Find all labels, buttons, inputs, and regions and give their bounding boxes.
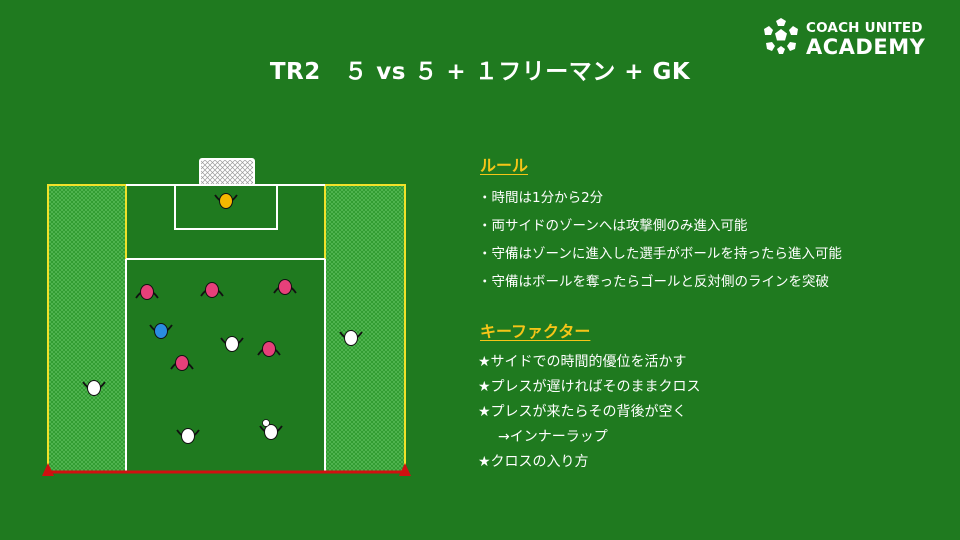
attacker-player-icon	[176, 428, 200, 444]
ball-icon	[262, 419, 270, 427]
attacker-player-icon	[220, 336, 244, 352]
attacker-player-icon	[339, 330, 363, 346]
soccer-ball-logo-icon	[764, 18, 798, 54]
rules-heading: ルール	[480, 156, 529, 175]
defender-player-icon	[135, 284, 159, 300]
rule-item: ・時間は1分から2分	[478, 190, 604, 206]
defender-player-icon	[170, 355, 194, 371]
page-title: TR2 ５ vs ５ + １フリーマン + GK	[269, 59, 691, 85]
key-factor-item: ★プレスが来たらその背後が空く →インナーラップ	[478, 400, 948, 450]
side-zone-right	[324, 184, 406, 473]
rules-list: ・時間は1分から2分 ・両サイドのゾーンへは攻撃側のみ進入可能 ・守備はゾーンに…	[478, 184, 948, 296]
training-pitch-diagram	[42, 158, 411, 476]
key-factor-text: ★プレスが来たらその背後が空く	[478, 404, 687, 420]
cone-right	[399, 463, 411, 476]
rule-item: ・守備はゾーンに進入した選手がボールを持ったら進入可能	[478, 246, 842, 262]
logo-text-coach-united: COACH UNITED	[806, 20, 923, 36]
freeman-player-icon	[149, 323, 173, 339]
defender-player-icon	[273, 279, 297, 295]
key-factor-continuation: →インナーラップ	[498, 429, 608, 445]
coach-united-logo: COACH UNITED ACADEMY	[760, 16, 950, 60]
goal-net	[199, 158, 255, 186]
key-factor-item: ★サイドでの時間的優位を活かす	[478, 354, 687, 370]
side-zone-left	[47, 184, 127, 473]
defender-player-icon	[257, 341, 281, 357]
attacker-player-icon	[82, 380, 106, 396]
key-factor-item: ★クロスの入り方	[478, 454, 589, 470]
penalty-area	[174, 184, 278, 230]
attacker-player-icon	[259, 424, 283, 440]
rule-item: ・守備はボールを奪ったらゴールと反対側のラインを突破	[478, 274, 829, 290]
key-factors-list: ★サイドでの時間的優位を活かす ★プレスが遅ければそのままクロス ★プレスが来た…	[478, 350, 948, 475]
logo-text-academy: ACADEMY	[806, 35, 926, 59]
key-factor-item: ★プレスが遅ければそのままクロス	[478, 379, 701, 395]
defender-player-icon	[200, 282, 224, 298]
rule-item: ・両サイドのゾーンへは攻撃側のみ進入可能	[478, 218, 748, 234]
players-layer	[82, 193, 363, 444]
cone-left	[42, 463, 54, 476]
info-panel: ルール ・時間は1分から2分 ・両サイドのゾーンへは攻撃側のみ進入可能 ・守備は…	[478, 152, 948, 475]
key-factors-heading: キーファクター	[480, 322, 591, 341]
goalkeeper-player-icon	[214, 193, 238, 209]
